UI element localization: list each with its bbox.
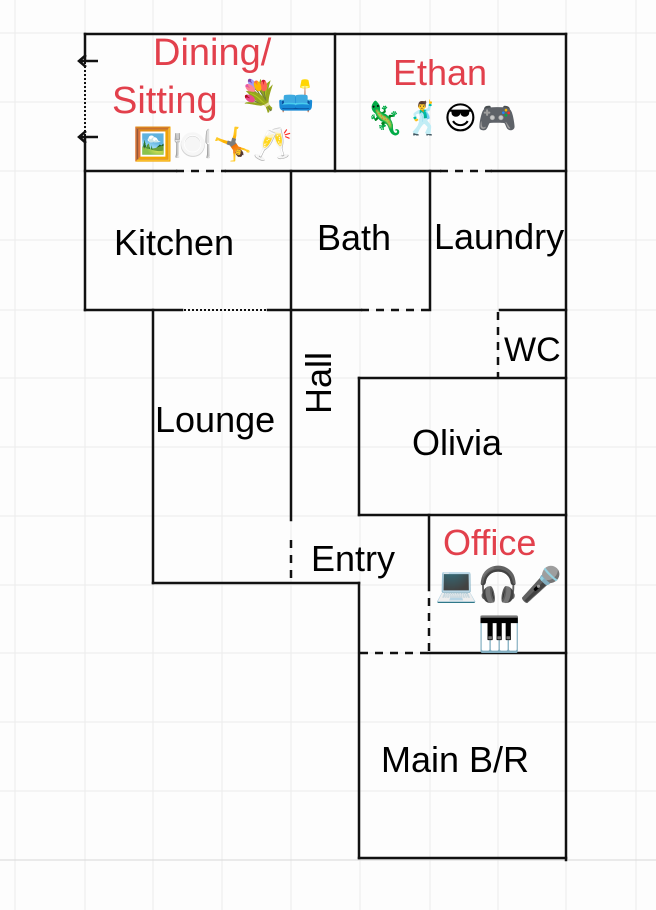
room-label-main-br: Main B/R xyxy=(381,739,530,780)
room-label-kitchen: Kitchen xyxy=(114,222,235,263)
doorways xyxy=(176,169,500,655)
room-label-olivia: Olivia xyxy=(412,422,503,463)
office-emoji-row2: 🎹 xyxy=(478,615,521,655)
room-label-dining-line1: Dining/ xyxy=(153,32,272,74)
room-label-wc: WC xyxy=(504,331,561,369)
room-label-laundry: Laundry xyxy=(434,216,565,257)
room-label-ethan: Ethan xyxy=(393,52,488,93)
room-label-office: Office xyxy=(443,522,537,563)
room-label-hall: Hall xyxy=(298,351,339,414)
walls xyxy=(83,32,568,862)
room-label-dining-line2: Sitting xyxy=(112,80,218,122)
sliding-openings xyxy=(84,62,266,311)
dining-emoji-row2: 🖼️🍽️🤸🥂 xyxy=(133,125,293,163)
office-emoji-row1: 💻🎧🎤 xyxy=(435,565,563,605)
room-label-lounge: Lounge xyxy=(155,399,276,440)
room-label-entry: Entry xyxy=(311,538,396,579)
door-arrows xyxy=(77,54,98,144)
room-label-bath: Bath xyxy=(317,217,392,258)
door-arrow-lower xyxy=(77,130,98,144)
door-arrow-upper xyxy=(77,54,98,68)
ethan-emojis: 🦎🕺😎🎮 xyxy=(364,99,517,137)
dining-emoji-row1: 💐🛋️ xyxy=(240,79,315,114)
